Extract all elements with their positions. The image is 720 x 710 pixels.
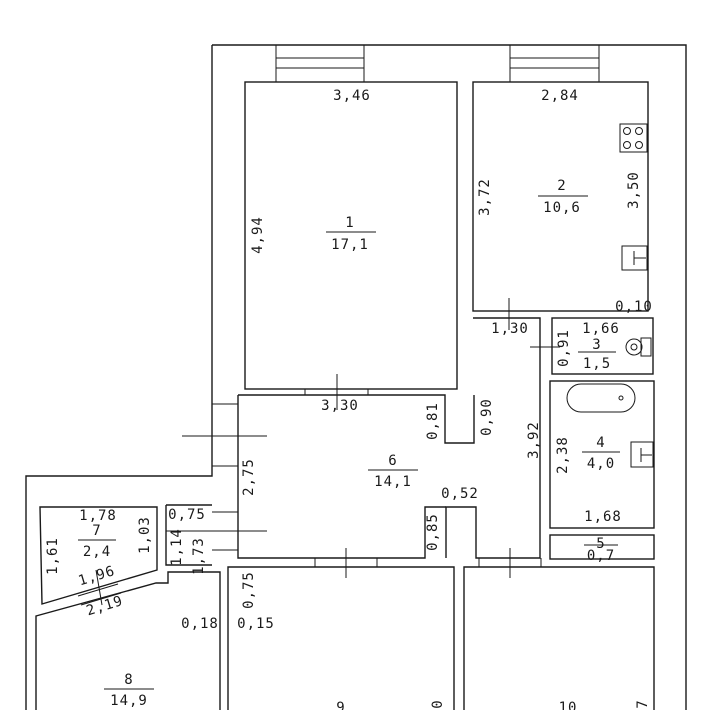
room-5 [549, 534, 655, 560]
dim-hall-notch3: 0,85 [425, 513, 441, 551]
room-label-9: 9 [336, 700, 345, 710]
toilet-icon [625, 337, 652, 357]
room-label-1: 1 17,1 [326, 215, 376, 253]
dim-r7-bottom: 1,96 [76, 563, 117, 589]
svg-text:1: 1 [345, 215, 354, 231]
dim-hall-left: 2,75 [241, 458, 257, 496]
room-label-8: 8 14,9 [104, 672, 154, 709]
svg-text:3: 3 [592, 337, 601, 353]
svg-text:10: 10 [559, 700, 578, 710]
room-label-5: 5 0,7 [584, 536, 618, 564]
dim-door-a: 0,75 [168, 507, 206, 523]
window-room-1 [275, 44, 365, 83]
dim-r2-gap: 0,10 [615, 299, 653, 315]
dim-r3-w: 1,66 [582, 321, 620, 337]
room-9 [227, 566, 455, 710]
svg-text:0,7: 0,7 [587, 548, 615, 564]
svg-text:2: 2 [557, 178, 566, 194]
svg-text:14,9: 14,9 [110, 693, 148, 709]
dim-r7-top: 1,78 [79, 508, 117, 524]
room-label-2: 2 10,6 [538, 178, 588, 216]
room-4 [549, 380, 655, 529]
dim-r2-width: 2,84 [541, 88, 579, 104]
svg-text:5: 5 [596, 536, 605, 552]
room-6 [238, 394, 475, 444]
room-label-10: 10 [559, 700, 578, 710]
dim-r2-left: 3,72 [477, 178, 493, 216]
dim-wall-b: 0,15 [237, 616, 275, 632]
dim-door-d: 0,75 [241, 571, 257, 609]
room-10 [463, 566, 655, 710]
dim-wall-a: 0,18 [181, 616, 219, 632]
dim-r1-height: 4,94 [250, 216, 266, 254]
svg-text:14,1: 14,1 [374, 474, 412, 490]
room-1 [244, 81, 458, 390]
room-3 [551, 317, 654, 375]
exterior-walls [25, 44, 687, 710]
niche [165, 504, 212, 566]
dim-hall-notch: 0,81 [425, 402, 441, 440]
dim-r9-edge: 0 [430, 699, 446, 708]
room-label-6: 6 14,1 [368, 453, 418, 490]
window-room-2 [509, 44, 600, 83]
dim-r7-left: 1,61 [45, 537, 61, 575]
bathtub-icon [566, 383, 636, 413]
dim-r7-right: 1,03 [137, 516, 153, 554]
svg-text:4,0: 4,0 [587, 456, 615, 472]
dim-r3-h: 0,91 [556, 329, 572, 367]
svg-text:17,1: 17,1 [331, 237, 369, 253]
svg-text:8: 8 [124, 672, 133, 688]
room-7 [39, 506, 158, 605]
dim-corridor-w: 1,30 [491, 321, 529, 337]
dim-hall-notch2: 0,90 [479, 398, 495, 436]
svg-text:4: 4 [596, 435, 605, 451]
entrance-door [166, 403, 267, 551]
svg-text:6: 6 [388, 453, 397, 469]
washbasin-icon [630, 441, 654, 468]
sink-icon [621, 245, 648, 271]
dim-r4-left: 3,92 [526, 421, 542, 459]
room-label-7: 7 2,4 [78, 523, 116, 560]
room-label-3: 3 1,5 [578, 337, 616, 372]
room-8 [35, 571, 221, 710]
svg-text:7: 7 [92, 523, 101, 539]
room-label-4: 4 4,0 [582, 435, 620, 472]
dim-r4-bottom: 1,68 [584, 509, 622, 525]
svg-text:10,6: 10,6 [543, 200, 581, 216]
dim-hall-step: 0,52 [441, 486, 479, 502]
dim-r10-edge: 7 [635, 699, 651, 708]
svg-text:1,5: 1,5 [583, 356, 611, 372]
dim-door-b: 1,14 [169, 528, 185, 566]
dim-r2-right: 3,50 [626, 171, 642, 209]
dim-hall-top: 3,30 [321, 398, 359, 414]
dim-r1-width: 3,46 [333, 88, 371, 104]
dim-r7-outer: 2,19 [84, 593, 125, 619]
svg-text:9: 9 [336, 700, 345, 710]
svg-text:2,4: 2,4 [83, 544, 111, 560]
dim-door-c: 1,73 [191, 537, 207, 575]
dim-r4-h: 2,38 [555, 436, 571, 474]
room-2 [472, 81, 649, 312]
stove-icon [619, 123, 648, 153]
